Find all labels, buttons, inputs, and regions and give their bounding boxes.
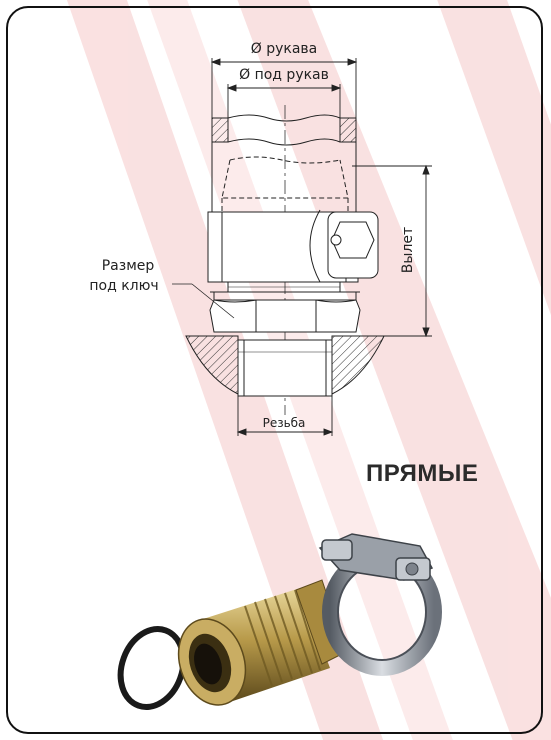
clamp-band <box>207 209 379 283</box>
o-ring-icon <box>117 626 187 710</box>
dimension-thread <box>236 396 334 436</box>
fitting-photo-icon <box>177 579 347 706</box>
dimension-under-hose-diameter <box>226 84 342 118</box>
dimension-hose-diameter <box>210 58 358 118</box>
card-frame <box>6 6 543 734</box>
label-under-hose-diameter: Ø под рукав <box>239 67 329 83</box>
hose-section <box>211 114 357 146</box>
label-wrench-line2: под ключ <box>89 278 158 294</box>
label-thread: Резьба <box>263 416 306 430</box>
hose-clamp-icon <box>318 533 442 676</box>
label-hose-diameter: Ø рукава <box>251 41 318 57</box>
label-offset: Вылет <box>400 227 416 273</box>
hex-nut <box>209 281 361 333</box>
dimension-offset <box>352 164 432 338</box>
section-title: ПРЯМЫЕ <box>366 460 479 487</box>
wrench-size-leader <box>172 283 235 319</box>
label-wrench-line1: Размер <box>102 258 155 274</box>
mounting-base <box>185 335 385 397</box>
